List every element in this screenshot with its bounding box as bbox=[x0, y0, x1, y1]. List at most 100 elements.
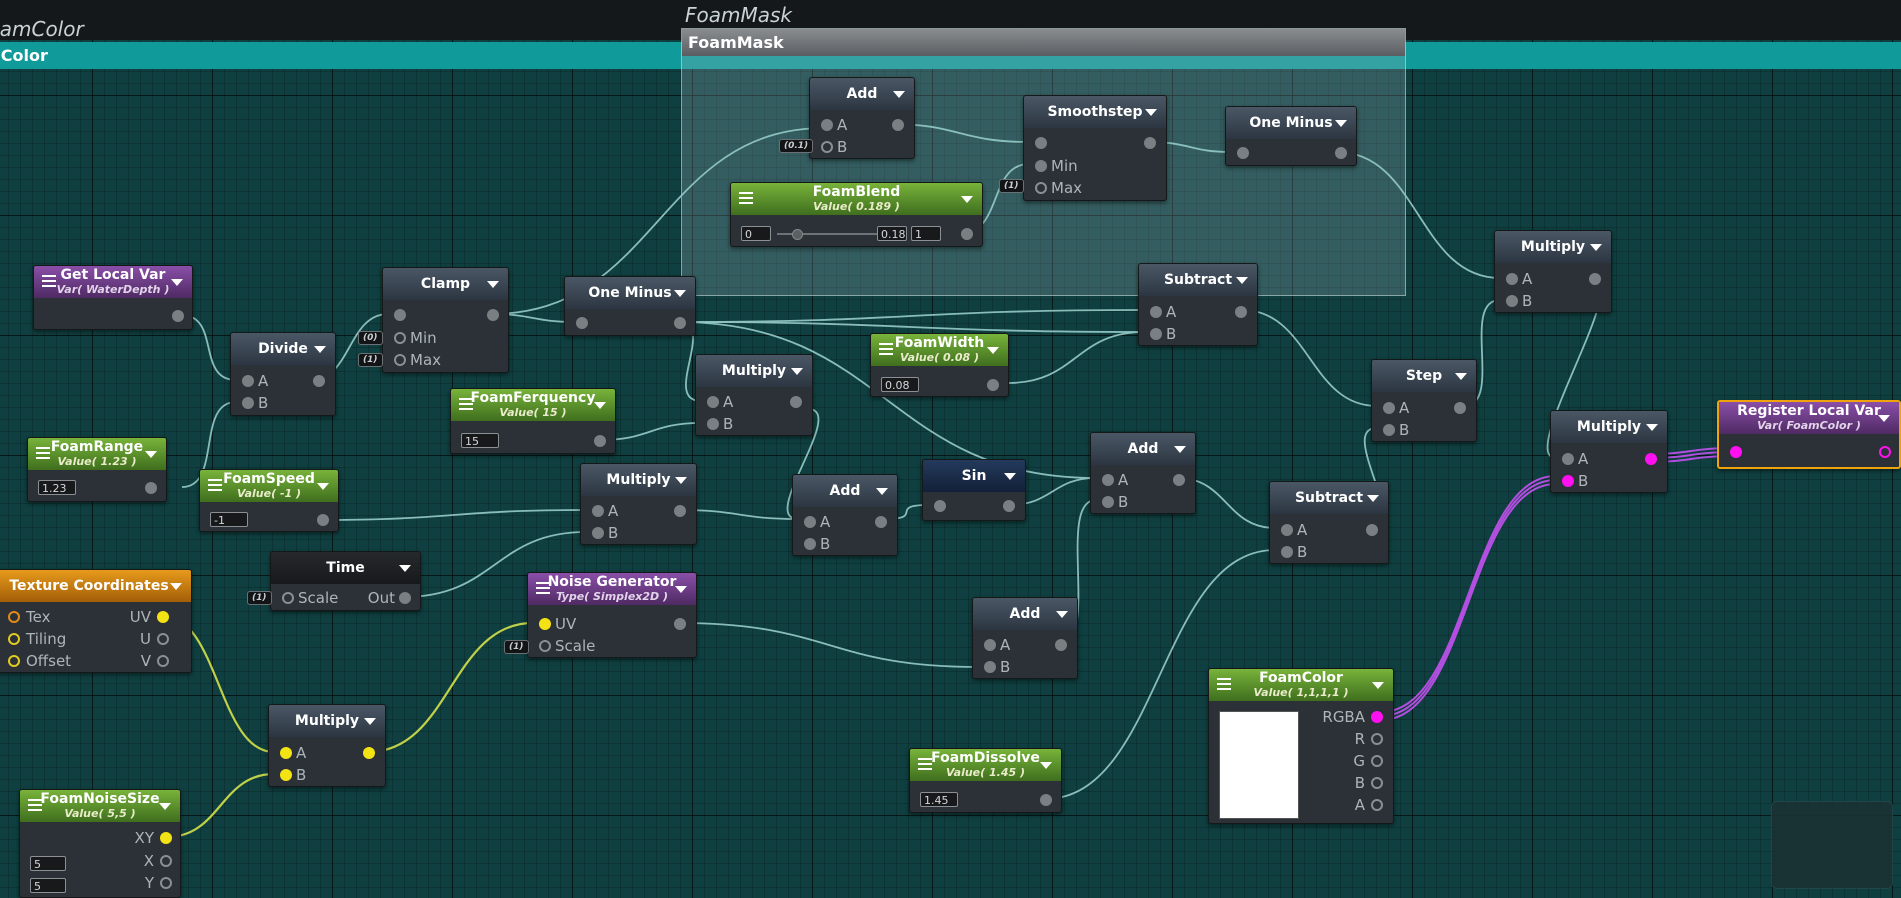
port-output-a[interactable] bbox=[1371, 799, 1383, 811]
port-output[interactable] bbox=[487, 309, 499, 321]
clamp-min-default[interactable]: (0) bbox=[358, 331, 383, 345]
value-field[interactable]: 15 bbox=[461, 433, 499, 448]
chevron-down-icon[interactable] bbox=[159, 803, 171, 810]
node-sin[interactable]: Sin bbox=[922, 459, 1026, 521]
port-output[interactable] bbox=[674, 317, 686, 329]
node-clamp[interactable]: Clamp Min Max bbox=[382, 267, 509, 373]
port-input-scale[interactable] bbox=[282, 592, 294, 604]
wire-vector2[interactable] bbox=[166, 772, 275, 839]
wire-float[interactable] bbox=[181, 401, 237, 488]
port-output[interactable] bbox=[1589, 273, 1601, 285]
wire-float[interactable] bbox=[1044, 549, 1276, 800]
port-output[interactable] bbox=[1144, 137, 1156, 149]
y-field[interactable]: 5 bbox=[30, 878, 66, 893]
menu-icon[interactable] bbox=[918, 758, 932, 760]
port-output[interactable] bbox=[1055, 639, 1067, 651]
chevron-down-icon[interactable] bbox=[1056, 611, 1068, 618]
port-input-value[interactable] bbox=[1035, 137, 1047, 149]
menu-icon[interactable] bbox=[1217, 678, 1231, 680]
chevron-down-icon[interactable] bbox=[1236, 277, 1248, 284]
wire-float[interactable] bbox=[320, 509, 587, 521]
value-field[interactable]: 0.08 bbox=[881, 377, 919, 392]
clamp-max-default[interactable]: (1) bbox=[358, 353, 383, 367]
menu-icon[interactable] bbox=[536, 582, 550, 584]
port-input-b[interactable] bbox=[1506, 295, 1518, 307]
port-input-b[interactable] bbox=[1562, 475, 1574, 487]
chevron-down-icon[interactable] bbox=[1372, 682, 1384, 689]
port-input-a[interactable] bbox=[821, 119, 833, 131]
port-output[interactable] bbox=[145, 482, 157, 494]
color-swatch[interactable] bbox=[1219, 711, 1299, 819]
add-b-default[interactable]: (0.1) bbox=[779, 139, 814, 153]
wire-float[interactable] bbox=[786, 408, 820, 520]
chevron-down-icon[interactable] bbox=[961, 196, 973, 203]
port-input-value[interactable] bbox=[394, 309, 406, 321]
port-input-scale[interactable] bbox=[539, 640, 551, 652]
chevron-down-icon[interactable] bbox=[893, 91, 905, 98]
port-input-b[interactable] bbox=[280, 769, 292, 781]
wire-color[interactable] bbox=[1380, 475, 1557, 713]
chevron-down-icon[interactable] bbox=[1174, 446, 1186, 453]
chevron-down-icon[interactable] bbox=[399, 565, 411, 572]
menu-icon[interactable] bbox=[42, 275, 56, 277]
chevron-down-icon[interactable] bbox=[876, 488, 888, 495]
port-output[interactable] bbox=[961, 228, 973, 240]
chevron-down-icon[interactable] bbox=[314, 346, 326, 353]
chevron-down-icon[interactable] bbox=[1040, 762, 1052, 769]
port-output[interactable] bbox=[317, 514, 329, 526]
wire-float[interactable] bbox=[677, 321, 1145, 333]
x-field[interactable]: 5 bbox=[30, 856, 66, 871]
menu-icon[interactable] bbox=[459, 398, 473, 400]
menu-icon[interactable] bbox=[28, 799, 42, 801]
port-input-a[interactable] bbox=[984, 639, 996, 651]
port-output-v[interactable] bbox=[157, 655, 169, 667]
port-input-max[interactable] bbox=[1035, 182, 1047, 194]
chevron-down-icon[interactable] bbox=[1455, 373, 1467, 380]
port-output[interactable] bbox=[399, 592, 411, 604]
value-field[interactable]: 0.189 bbox=[877, 226, 907, 241]
port-input[interactable] bbox=[934, 500, 946, 512]
port-input[interactable] bbox=[576, 317, 588, 329]
port-input-tiling[interactable] bbox=[8, 633, 20, 645]
port-input-min[interactable] bbox=[1035, 160, 1047, 172]
port-output[interactable] bbox=[1335, 147, 1347, 159]
port-output[interactable] bbox=[875, 516, 887, 528]
wire-vector2[interactable] bbox=[367, 621, 534, 754]
chevron-down-icon[interactable] bbox=[1590, 244, 1602, 251]
port-input-tex[interactable] bbox=[8, 611, 20, 623]
min-field[interactable]: 0 bbox=[741, 226, 771, 241]
smoothstep-max-default[interactable]: (1) bbox=[999, 179, 1024, 193]
node-texture-coordinates[interactable]: Texture Coordinates Tex Tiling Offset UV… bbox=[0, 569, 192, 673]
value-field[interactable]: 1.23 bbox=[38, 480, 76, 495]
port-output-rgba[interactable] bbox=[1371, 711, 1383, 723]
port-output-x[interactable] bbox=[160, 855, 172, 867]
node-multiply-1[interactable]: Multiply A B bbox=[695, 354, 813, 436]
node-one-minus-1[interactable]: One Minus bbox=[564, 276, 696, 336]
port-input-b[interactable] bbox=[592, 527, 604, 539]
node-add-2[interactable]: Add A B bbox=[1090, 432, 1196, 514]
slider-track[interactable] bbox=[777, 233, 895, 235]
port-input-b[interactable] bbox=[1150, 328, 1162, 340]
port-input-a[interactable] bbox=[804, 516, 816, 528]
port-input-a[interactable] bbox=[242, 375, 254, 387]
slider-handle[interactable] bbox=[792, 229, 803, 240]
node-multiply-3[interactable]: Multiply A B bbox=[1494, 230, 1612, 313]
port-output[interactable] bbox=[987, 379, 999, 391]
node-smoothstep[interactable]: Smoothstep Min Max bbox=[1023, 95, 1167, 201]
node-time[interactable]: Time Scale Out bbox=[270, 551, 421, 611]
port-output[interactable] bbox=[1003, 500, 1015, 512]
chevron-down-icon[interactable] bbox=[1646, 424, 1658, 431]
node-multiply-2[interactable]: Multiply A B bbox=[580, 463, 697, 545]
port-output[interactable] bbox=[1235, 306, 1247, 318]
port-input-a[interactable] bbox=[1281, 524, 1293, 536]
node-subtract-2[interactable]: Subtract A B bbox=[1138, 263, 1258, 346]
menu-icon[interactable] bbox=[36, 447, 50, 449]
port-output[interactable] bbox=[674, 618, 686, 630]
